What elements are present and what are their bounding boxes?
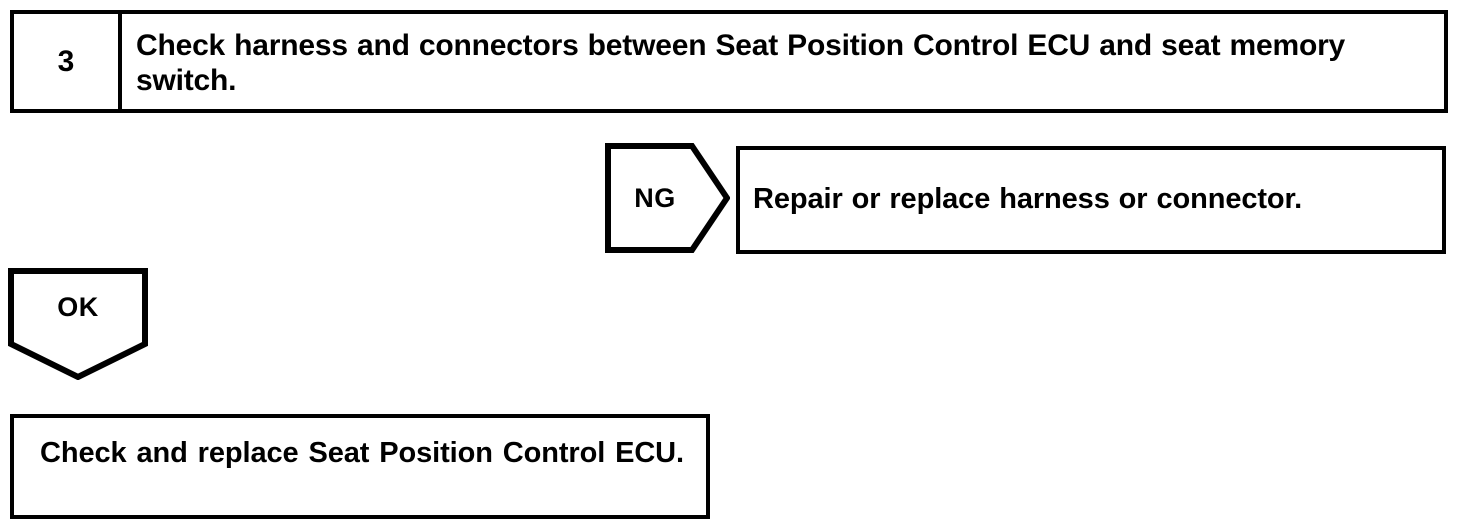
ok-action-text: Check and replace Seat Position Control … xyxy=(40,437,684,469)
ok-action-box: Check and replace Seat Position Control … xyxy=(10,414,710,519)
ok-arrow-pentagon xyxy=(8,268,148,380)
step-instruction-cell: Check harness and connectors between Sea… xyxy=(122,14,1444,109)
ng-action-box: Repair or replace harness or connector. xyxy=(736,146,1446,254)
step-3-box: 3 Check harness and connectors between S… xyxy=(10,10,1448,113)
step-instruction-text: Check harness and connectors between Sea… xyxy=(136,29,1346,98)
step-number-cell: 3 xyxy=(14,14,122,109)
ng-action-text: Repair or replace harness or connector. xyxy=(753,183,1303,216)
ng-arrow-shape xyxy=(605,143,730,253)
ng-arrow-pentagon xyxy=(605,143,730,253)
step-number: 3 xyxy=(57,44,75,78)
ok-arrow-shape xyxy=(8,268,148,380)
